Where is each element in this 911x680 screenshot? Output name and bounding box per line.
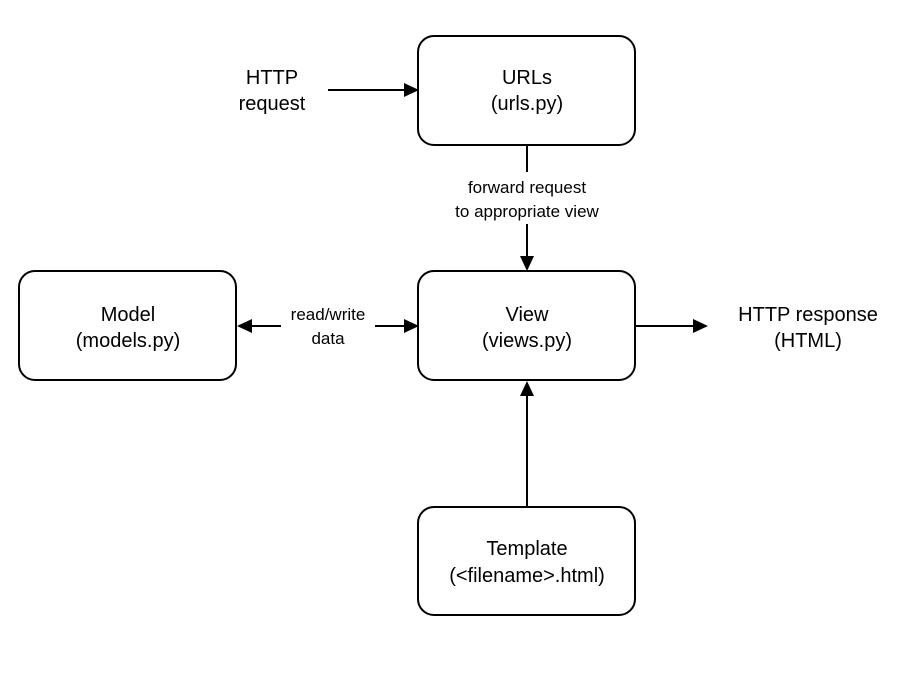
- http-response-line1: HTTP response: [738, 304, 878, 326]
- edge-template-to-view: [520, 381, 534, 507]
- http-request-line1: HTTP: [246, 67, 298, 89]
- node-model-line1: Model: [101, 304, 155, 326]
- node-urls-line1: URLs: [502, 67, 552, 89]
- node-template-line2: (<filename>.html): [449, 565, 605, 587]
- node-template: Template (<filename>.html): [417, 506, 636, 616]
- arrowhead-left: [237, 319, 252, 333]
- label-http-request: HTTP request: [239, 67, 306, 115]
- node-urls: URLs (urls.py): [417, 35, 636, 146]
- edge-label-forward: forward request to appropriate view: [436, 172, 620, 224]
- node-template-line1: Template: [486, 538, 567, 560]
- arrowhead-right: [404, 319, 419, 333]
- node-box: [417, 506, 636, 616]
- arrowhead-down: [520, 256, 534, 271]
- edge-label-line1: forward request: [468, 178, 586, 197]
- arrowhead-right: [693, 319, 708, 333]
- node-model-line2: (models.py): [76, 330, 180, 352]
- arrowhead-right: [404, 83, 419, 97]
- node-box: [417, 35, 636, 146]
- edge-label-line2: data: [311, 329, 345, 348]
- http-response-line2: (HTML): [774, 330, 842, 352]
- edge-http-request-to-urls: [328, 83, 419, 97]
- node-view-line1: View: [506, 304, 550, 326]
- edge-label-line2: to appropriate view: [455, 202, 599, 221]
- node-urls-line2: (urls.py): [491, 93, 563, 115]
- node-view-line2: (views.py): [482, 330, 572, 352]
- edge-label-line1: read/write: [291, 305, 366, 324]
- edge-label-readwrite: read/write data: [281, 301, 375, 351]
- edge-view-to-http-response: [636, 319, 708, 333]
- node-box: [417, 270, 636, 381]
- node-view: View (views.py): [417, 270, 636, 381]
- node-model: Model (models.py): [18, 270, 237, 381]
- http-request-line2: request: [239, 93, 306, 115]
- arrowhead-up: [520, 381, 534, 396]
- node-box: [18, 270, 237, 381]
- label-http-response: HTTP response (HTML): [738, 304, 878, 352]
